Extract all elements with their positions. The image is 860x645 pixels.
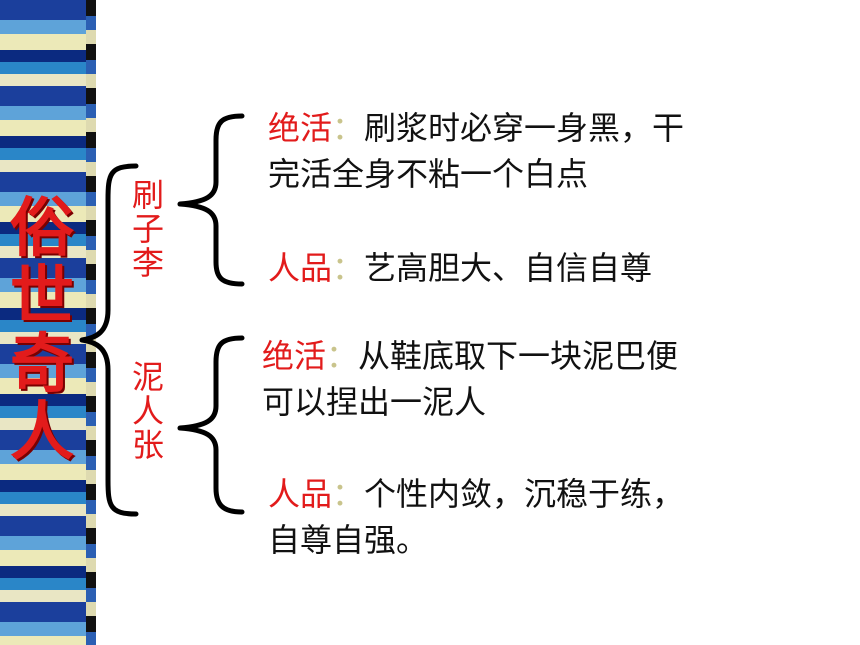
- item-text: 个性内敛，沉稳于练，: [364, 475, 685, 513]
- item-text: 艺高胆大、自信自尊: [364, 249, 653, 287]
- decorative-stripe-bar: [0, 0, 96, 645]
- item-text: 从鞋底取下一块泥巴便: [358, 337, 679, 375]
- person-name-nirenzhang: 泥 人 张: [128, 360, 168, 462]
- item-text: 刷浆时必穿一身黑，干: [364, 109, 685, 147]
- main-title-char: 世: [10, 260, 74, 334]
- brace-shuazili: [177, 113, 245, 287]
- item-text: 自尊自强。: [268, 521, 429, 559]
- item-label-line: 人品：艺高胆大、自信自尊: [268, 246, 652, 290]
- person-name-shuazili: 刷 子 李: [128, 178, 168, 280]
- main-title-char: 俗: [10, 192, 74, 266]
- item-colon: ：: [332, 475, 365, 513]
- item-colon: ：: [332, 109, 365, 147]
- main-brace: [79, 163, 139, 517]
- item-label: 绝活: [262, 337, 327, 375]
- person-name-char: 张: [131, 426, 164, 464]
- item-text-line: 自尊自强。: [268, 518, 428, 562]
- item-text: 完活全身不粘一个白点: [268, 155, 589, 193]
- item-text-line: 完活全身不粘一个白点: [268, 152, 588, 196]
- main-title: 俗 世 奇 人: [6, 195, 78, 467]
- person-name-char: 泥: [131, 358, 164, 396]
- item-colon: ：: [326, 337, 359, 375]
- item-label-line: 人品：个性内敛，沉稳于练，: [268, 472, 684, 516]
- brace-nirenzhang: [177, 335, 245, 515]
- main-title-char: 人: [10, 396, 74, 470]
- item-label-line: 绝活：刷浆时必穿一身黑，干: [268, 106, 684, 150]
- person-name-char: 刷: [131, 176, 164, 214]
- item-text-line: 可以捏出一泥人: [262, 380, 486, 424]
- item-label: 人品: [268, 475, 333, 513]
- item-text: 可以捏出一泥人: [262, 383, 487, 421]
- person-name-char: 人: [131, 392, 164, 430]
- item-label: 人品: [268, 249, 333, 287]
- item-colon: ：: [332, 249, 365, 287]
- person-name-char: 子: [131, 210, 164, 248]
- item-label: 绝活: [268, 109, 333, 147]
- person-name-char: 李: [131, 244, 164, 282]
- main-title-char: 奇: [10, 328, 74, 402]
- item-label-line: 绝活：从鞋底取下一块泥巴便: [262, 334, 678, 378]
